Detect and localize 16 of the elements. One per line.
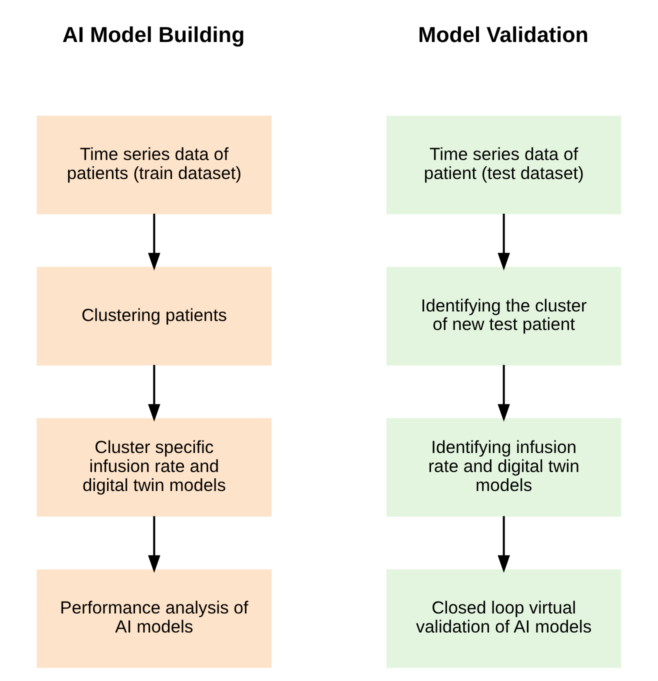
node-box: Clustering patients xyxy=(36,266,272,366)
arrow xyxy=(498,364,510,422)
node-box: Closed loop virtual validation of AI models xyxy=(386,569,622,668)
node-box: Time series data of patients (train dataset) xyxy=(36,116,272,214)
node-box: Cluster specific infusion rate and digital twin models xyxy=(36,418,272,517)
label: Model Validation xyxy=(418,22,588,47)
node-box: Performance analysis of AI models xyxy=(36,569,272,668)
label: AI Model Building xyxy=(62,22,245,47)
arrow xyxy=(498,214,510,270)
node-box: Identifying infusion rate and digital twin models xyxy=(386,418,622,517)
arrow xyxy=(498,516,510,573)
arrow xyxy=(148,516,160,573)
arrow xyxy=(148,214,160,270)
node-box: Time series data of patient (test dataset) xyxy=(386,116,622,214)
node-box: Identifying the cluster of new test patient xyxy=(386,266,622,366)
arrow xyxy=(148,364,160,422)
